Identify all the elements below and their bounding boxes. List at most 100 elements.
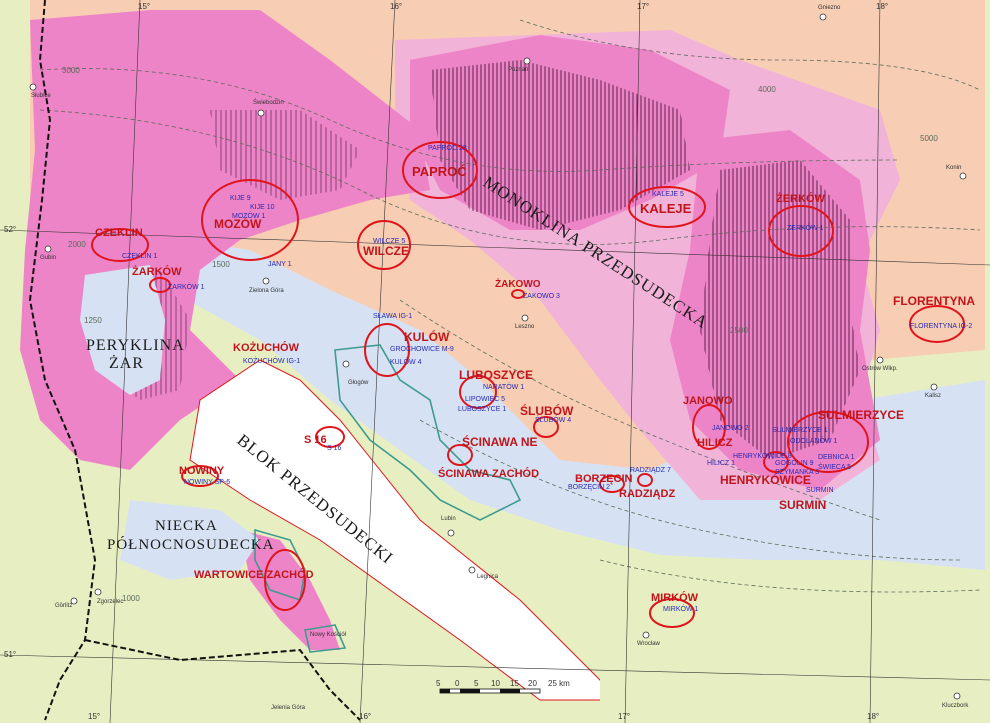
field-paproc: PAPROĆ	[412, 164, 467, 179]
town-gniezno: Gniezno	[818, 5, 841, 11]
well-lipowiec: LIPOWIEC 5	[465, 396, 505, 403]
field-radziadz: RADZIĄDZ	[619, 488, 675, 500]
region-label-niecka-1: NIECKA	[155, 518, 218, 534]
field-zarkow: ŻARKÓW	[132, 265, 182, 278]
well-sulmierzyce: SULMIERZYCE 1	[772, 427, 828, 434]
field-slubow: ŚLUBÓW	[520, 403, 574, 418]
field-outlines	[91, 141, 965, 628]
town-ostrow: Ostrów Wlkp.	[862, 366, 898, 372]
coord-lon-17-bottom: 17°	[618, 712, 630, 721]
well-kaleje: KALEJE 5	[652, 191, 684, 198]
town-zgorzelec: Zgorzelec	[97, 599, 123, 605]
region-label-niecka-2: PÓŁNOCNOSUDECKA	[107, 536, 275, 553]
town-nowy-kosciol: Nowy Kościół	[310, 632, 347, 638]
well-kozuchow: KOŻUCHÓW IG-1	[243, 356, 300, 365]
zone-south-strip	[600, 590, 985, 723]
well-swieca: ŚWIECA 5	[818, 462, 851, 471]
scale-tick-6: 20	[528, 679, 537, 688]
scale-tick-7: 25 km	[548, 679, 570, 688]
coord-lon-18-bottom: 18°	[867, 712, 879, 721]
well-jany: JANY 1	[268, 261, 292, 268]
well-labels: CZEKLIN 1 ŻARKÓW 1 MOZÓW 1 WILCZE 5 PAPR…	[122, 143, 972, 613]
well-luboszyce: LUBOSZYCE 1	[458, 406, 506, 413]
field-kozuchow: KOŻUCHÓW	[233, 341, 300, 354]
iso-label-3000: 3000	[62, 66, 80, 75]
field-kaleje: KALEJE	[640, 201, 692, 216]
hatch-area-east	[700, 160, 860, 460]
coord-lon-17-top: 17°	[637, 2, 649, 11]
field-kulow: KULÓW	[404, 329, 450, 344]
field-wartowice: WARTOWICE ZACHÓD	[194, 568, 314, 581]
scale-tick-5: 15	[510, 679, 519, 688]
town-jelenia-gora: Jelenia Góra	[271, 705, 306, 711]
field-scinawa-zachod: ŚCINAWA ZACHÓD	[438, 467, 539, 480]
well-zakowo: ŻAKOWO 3	[523, 291, 560, 300]
well-czeklin: CZEKLIN 1	[122, 253, 158, 260]
iso-label-5000: 5000	[920, 134, 938, 143]
well-surmin: SURMIN	[806, 487, 834, 494]
well-henrykowice: HENRYKÓWICE 8	[733, 451, 792, 460]
iso-label-2500: 2500	[730, 326, 748, 335]
town-swiebodzin: Świebodzin	[253, 98, 284, 106]
peryklina-zar-area	[80, 265, 165, 395]
field-scinawa-ne: ŚCINAWA NE	[462, 434, 538, 449]
well-florentyna: FLORENTYNA IG-2	[910, 323, 972, 330]
well-odolanow: ODOLANÓW 1	[790, 436, 838, 445]
coord-lat-52: 52°	[4, 225, 16, 234]
field-mozow: MOZÓW	[214, 216, 262, 231]
town-slubice: Słubice	[31, 93, 51, 99]
field-surmin: SURMIN	[779, 498, 826, 512]
well-kije-10: KIJE 10	[250, 204, 275, 211]
state-border	[28, 0, 97, 721]
town-labels: Gniezno Poznań Konin Słubice Świebodzin …	[31, 5, 969, 711]
blok-przedsudecki-area	[189, 359, 611, 701]
field-zerkow: ŻERKÓW	[776, 192, 826, 205]
well-wilcze: WILCZE 5	[373, 238, 405, 245]
well-s16: S 16	[327, 445, 342, 452]
well-mirkow: MIRKÓW 1	[663, 604, 698, 613]
field-sulmierzyce: SULMIERZYCE	[818, 408, 904, 422]
well-zarkow: ŻARKÓW 1	[168, 282, 205, 291]
town-gorlitz: Görlitz	[55, 603, 72, 609]
field-nowiny: NOWINY	[179, 465, 225, 477]
town-kluczbork: Kluczbork	[942, 703, 969, 709]
well-zerkow: ŻERKÓW 1	[787, 223, 824, 232]
well-borzecin: BORZĘCIN 2	[568, 484, 610, 491]
town-konin: Konin	[946, 165, 961, 171]
field-hilicz: HILICZ	[697, 437, 733, 449]
well-naratow: NARATÓW 1	[483, 382, 524, 391]
well-paproc: PAPROĆ 28	[428, 143, 467, 152]
zone-magenta-southwest	[240, 530, 340, 650]
town-zielona-gora: Zielona Góra	[249, 288, 284, 294]
field-wilcze: WILCZE	[363, 244, 409, 258]
coord-lon-18-top: 18°	[876, 2, 888, 11]
well-nowiny: NOWINY SP-6	[184, 479, 230, 486]
town-wroclaw: Wrocław	[637, 641, 661, 647]
coord-lon-15-top: 15°	[138, 2, 150, 11]
field-janowo: JANOWO	[683, 395, 733, 407]
hatch-area-north	[430, 60, 690, 230]
coord-lat-51: 51°	[4, 650, 16, 659]
town-poznan: Poznań	[508, 67, 528, 73]
iso-label-1500: 1500	[212, 260, 230, 269]
town-kalisz: Kalisz	[925, 393, 941, 399]
well-debnica: DEBNICA 1	[818, 454, 855, 461]
well-grochowice: GROCHOWICE M-9	[390, 346, 454, 353]
scale-tick-3: 5	[474, 679, 479, 688]
niecka-area	[120, 500, 260, 580]
coordinate-labels: 15° 16° 17° 18° 15° 16° 17° 18° 52° 51°	[4, 2, 888, 721]
scale-tick-4: 10	[491, 679, 500, 688]
region-label-peryklina-1: PERYKLINA	[86, 337, 185, 354]
field-mirkow: MIRKÓW	[651, 591, 699, 604]
town-gubin: Gubin	[40, 255, 56, 261]
town-glogow: Głogów	[348, 380, 369, 386]
field-florentyna: FLORENTYNA	[893, 294, 975, 308]
field-luboszyce: LUBOSZYCE	[459, 368, 533, 382]
field-zakowo: ŻAKOWO	[495, 277, 541, 290]
town-markers	[29, 13, 967, 700]
well-szymanka: SZYMANKA 3	[775, 469, 819, 476]
field-labels: CZEKLIN ŻARKÓW MOZÓW WILCZE PAPROĆ KALEJ…	[95, 164, 975, 604]
coord-lon-15-bottom: 15°	[88, 712, 100, 721]
